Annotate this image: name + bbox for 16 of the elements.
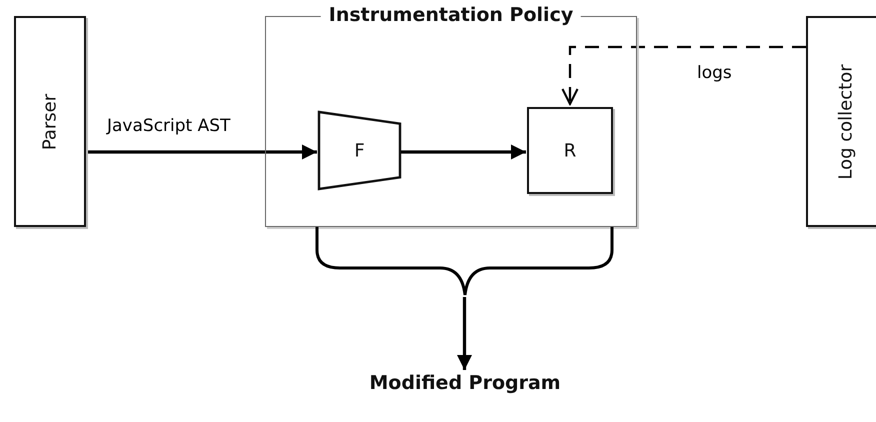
- arrow: [457, 297, 472, 370]
- arrow: [86, 144, 317, 160]
- arrow: [400, 144, 526, 160]
- arrow: [561, 46, 806, 106]
- output-label: Modified Program: [369, 372, 561, 394]
- filter-trapezoid: [318, 111, 401, 190]
- process-box: [14, 16, 86, 227]
- node-label: Log collector: [836, 64, 856, 180]
- process-box: [527, 107, 613, 194]
- node-label: R: [564, 140, 576, 161]
- node-label: Parser: [40, 93, 60, 150]
- container-title: Instrumentation Policy: [320, 4, 582, 26]
- edge-label: JavaScript AST: [105, 116, 232, 136]
- bracket: [315, 225, 614, 297]
- process-box: [806, 16, 876, 227]
- node-label: F: [354, 140, 365, 161]
